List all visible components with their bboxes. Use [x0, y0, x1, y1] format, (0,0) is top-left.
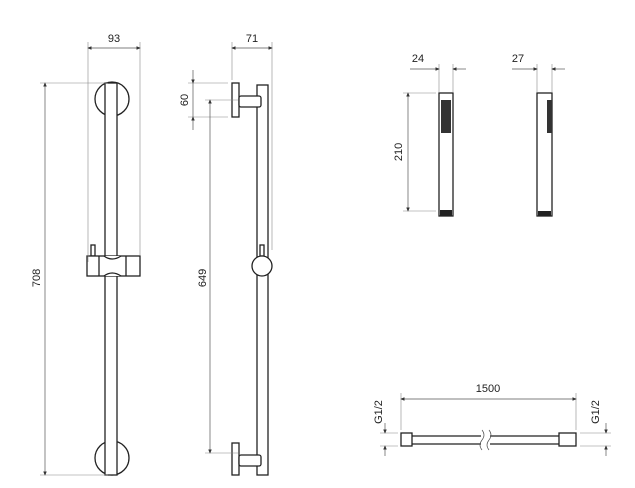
dimension-label: 649	[197, 269, 209, 287]
dimension-label: 24	[412, 53, 424, 65]
dimension-label: 708	[31, 269, 43, 287]
dimension-93: 93	[87, 33, 141, 262]
dimension-label: G1/2	[373, 400, 385, 424]
dimension-g12-right: G1/2	[580, 400, 611, 456]
dimension-label: 93	[108, 33, 120, 45]
dimension-71: 71	[231, 33, 273, 250]
dimension-label: G1/2	[590, 400, 602, 424]
dimension-1500: 1500	[400, 383, 577, 430]
handshower-side-view	[536, 92, 553, 217]
dimension-27: 27	[512, 53, 565, 92]
dimension-g12-left: G1/2	[373, 400, 398, 456]
hose	[400, 429, 577, 451]
dimension-label: 1500	[476, 383, 500, 395]
dimension-label: 27	[512, 53, 524, 65]
dimension-210: 210	[393, 92, 436, 212]
dimension-649: 649	[197, 99, 238, 454]
rail-side-view	[231, 82, 273, 476]
dimension-label: 71	[246, 33, 258, 45]
dimension-708: 708	[31, 82, 108, 476]
rail-front-view	[86, 81, 141, 476]
dimension-24: 24	[410, 53, 466, 92]
handshower-front-view	[438, 92, 454, 217]
dimension-label: 210	[393, 143, 405, 161]
dimension-60: 60	[179, 70, 228, 130]
dimension-label: 60	[179, 94, 191, 106]
